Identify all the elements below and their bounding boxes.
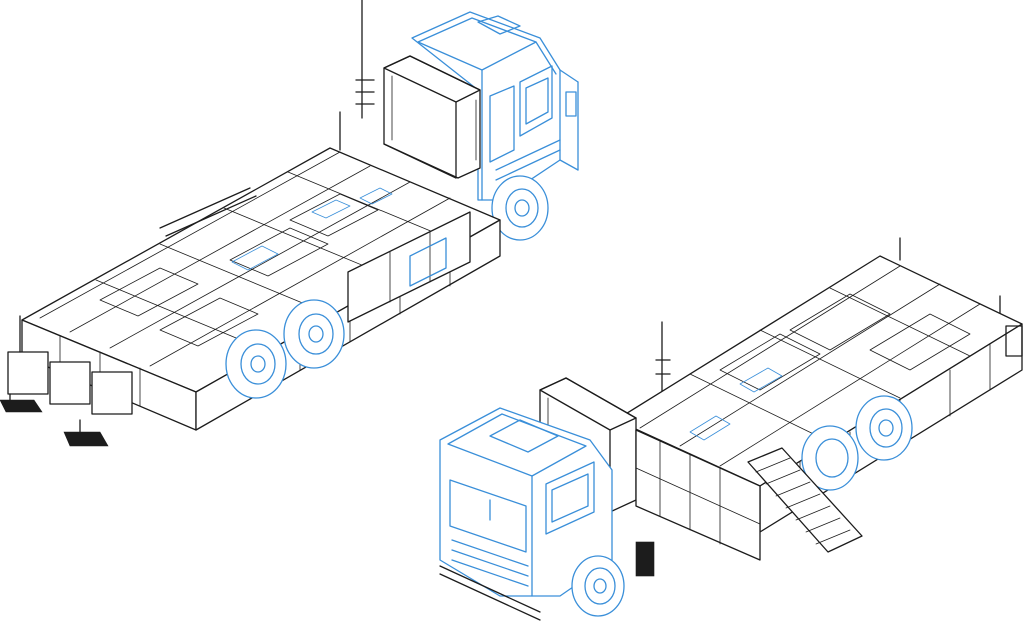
rear-wheels-lower <box>801 395 913 491</box>
equipment-box-upper <box>383 55 481 179</box>
side-lockers-upper <box>347 211 471 323</box>
front-wheel-lower <box>571 555 625 617</box>
deployed-ladder <box>747 447 863 553</box>
side-rails-lower <box>635 429 761 577</box>
front-wheel-upper <box>491 175 549 241</box>
truck-upper <box>0 0 579 447</box>
rear-steps-upper <box>0 315 133 447</box>
antenna-mast <box>339 0 375 151</box>
cab-upper <box>411 11 579 201</box>
truck-lower <box>439 237 1023 621</box>
cab-lower <box>439 407 613 621</box>
rear-wheels-upper <box>225 299 345 399</box>
